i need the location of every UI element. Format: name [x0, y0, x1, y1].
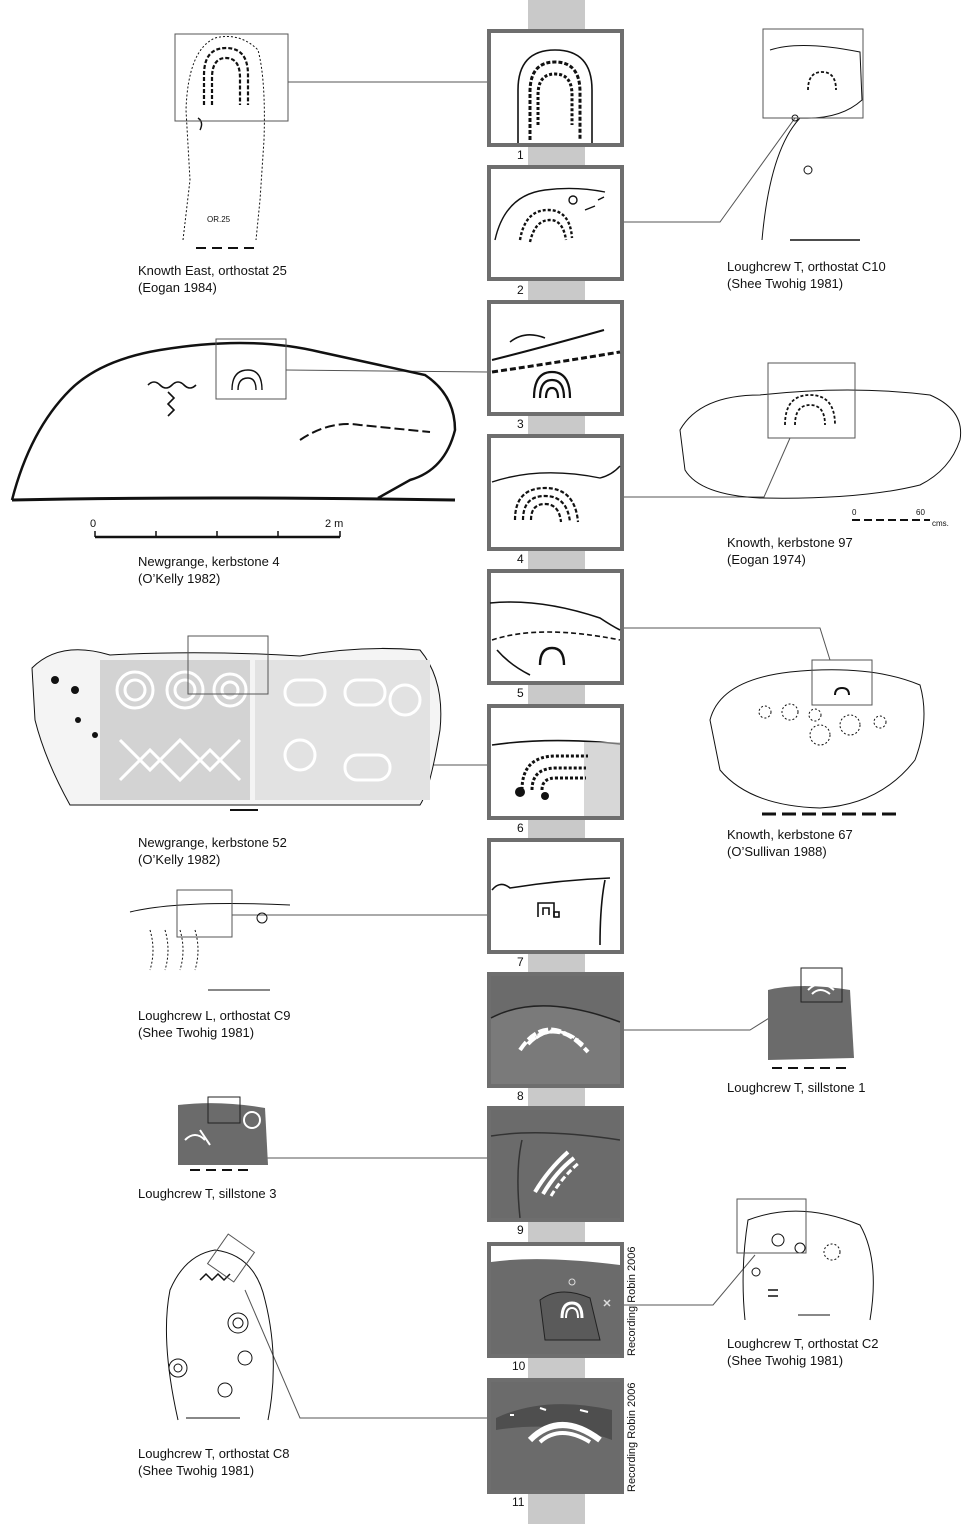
connector-2 — [623, 117, 796, 223]
panel-10-art — [491, 1259, 620, 1354]
panel-11-frame — [487, 1378, 624, 1494]
caption-name: Loughcrew L, orthostat C9 — [138, 1008, 291, 1023]
panel-7-art — [491, 877, 611, 946]
connector-5 — [623, 627, 831, 661]
panel-4-art — [491, 465, 621, 523]
connector-10 — [623, 1254, 756, 1306]
caption-source: (Eogan 1974) — [727, 552, 806, 567]
caption-name: Knowth, kerbstone 97 — [727, 535, 853, 550]
caption-name: Newgrange, kerbstone 4 — [138, 554, 280, 569]
caption-name: Loughcrew T, sillstone 1 — [727, 1080, 866, 1095]
detail-box-5 — [811, 659, 873, 706]
caption-loughcrew-t-c10: Loughcrew T, orthostat C10 (Shee Twohig … — [727, 258, 886, 292]
caption-name: Loughcrew T, orthostat C8 — [138, 1446, 290, 1461]
connector-11 — [244, 1289, 488, 1419]
stone-loughcrew-t-sill3 — [178, 1096, 268, 1171]
detail-box-3 — [215, 338, 287, 400]
connector-lines — [232, 81, 831, 1419]
recording-credit-10: Recording Robin 2006 — [626, 1246, 638, 1356]
detail-box-7 — [176, 889, 233, 938]
panel-2-frame — [487, 165, 624, 281]
caption-name: Knowth East, orthostat 25 — [138, 263, 287, 278]
panel-number-5: 5 — [517, 686, 524, 700]
stone-knowth-k97 — [679, 362, 962, 521]
recording-credit-11: Recording Robin 2006 — [626, 1382, 638, 1492]
stone-loughcrew-t-c2 — [736, 1198, 874, 1321]
panel-8-art — [490, 1005, 621, 1084]
caption-name: Loughcrew T, sillstone 3 — [138, 1186, 277, 1201]
scale-0-k4: 0 — [90, 518, 96, 530]
caption-loughcrew-l-c9: Loughcrew L, orthostat C9 (Shee Twohig 1… — [138, 1007, 290, 1041]
panel-number-9: 9 — [517, 1223, 524, 1237]
scale-60-k97: 60 — [916, 508, 925, 517]
stone-loughcrew-t-c10 — [761, 28, 864, 241]
panel-5-frame — [487, 569, 624, 685]
stone-newgrange-k4 — [10, 338, 457, 539]
connector-4 — [623, 437, 791, 498]
caption-name: Loughcrew T, orthostat C10 — [727, 259, 886, 274]
scale-0-k97: 0 — [852, 508, 857, 517]
caption-source: (Shee Twohig 1981) — [138, 1463, 255, 1478]
detail-box-1 — [174, 33, 289, 122]
stone-loughcrew-l-c9 — [129, 889, 291, 991]
panel-6-art — [491, 739, 621, 816]
detail-box-11 — [206, 1233, 256, 1283]
panel-number-10: 10 — [512, 1359, 526, 1373]
detail-box-10 — [736, 1198, 807, 1254]
connector-3 — [285, 369, 489, 373]
panel-number-3: 3 — [517, 417, 524, 431]
caption-source: (Shee Twohig 1981) — [727, 276, 844, 291]
stone-loughcrew-t-sill1 — [768, 967, 854, 1069]
caption-newgrange-k52: Newgrange, kerbstone 52 (O’Kelly 1982) — [138, 834, 287, 868]
panel-5-art — [489, 601, 621, 676]
panel-number-11: 11 — [512, 1495, 525, 1509]
panel-1-frame — [487, 29, 624, 147]
panel-2-art — [494, 187, 606, 243]
panel-1-art — [517, 49, 593, 143]
panel-9-art — [490, 1132, 621, 1219]
panel-number-2: 2 — [517, 283, 524, 297]
caption-name: Knowth, kerbstone 67 — [727, 827, 853, 842]
panel-number-1: 1 — [517, 148, 524, 162]
inscription-or25: OR.25 — [207, 215, 231, 224]
caption-source: (O’Kelly 1982) — [138, 571, 221, 586]
caption-knowth-k97: Knowth, kerbstone 97 (Eogan 1974) — [727, 534, 853, 568]
caption-source: (O’Sullivan 1988) — [727, 844, 827, 859]
caption-knowth-k67: Knowth, kerbstone 67 (O’Sullivan 1988) — [727, 826, 853, 860]
panel-11-art — [496, 1404, 612, 1444]
stone-knowth-east-or25 — [174, 33, 289, 249]
panel-number-8: 8 — [517, 1089, 524, 1103]
scale-unit-k97: cms. — [932, 519, 949, 528]
caption-name: Loughcrew T, orthostat C2 — [727, 1336, 879, 1351]
caption-source: (Shee Twohig 1981) — [727, 1353, 844, 1368]
caption-loughcrew-t-c2: Loughcrew T, orthostat C2 (Shee Twohig 1… — [727, 1335, 879, 1369]
detail-box-8 — [800, 967, 843, 1003]
panel-number-4: 4 — [517, 552, 524, 566]
detail-box-9 — [207, 1096, 241, 1124]
panel-number-6: 6 — [517, 821, 524, 835]
caption-loughcrew-t-sill1: Loughcrew T, sillstone 1 — [727, 1079, 866, 1096]
caption-source: (Eogan 1984) — [138, 280, 217, 295]
panel-3-frame — [487, 300, 624, 416]
panel-3-art — [491, 329, 621, 399]
stone-newgrange-k52 — [31, 635, 442, 811]
detail-box-2 — [762, 28, 864, 119]
panel-4-frame — [487, 434, 624, 551]
scale-2m-k4: 2 m — [325, 518, 343, 530]
stone-loughcrew-t-c8 — [165, 1233, 274, 1421]
panel-number-7: 7 — [517, 955, 524, 969]
caption-source: (Shee Twohig 1981) — [138, 1025, 255, 1040]
detail-box-6 — [187, 635, 269, 695]
stone-knowth-k67 — [709, 659, 925, 816]
caption-name: Newgrange, kerbstone 52 — [138, 835, 287, 850]
caption-loughcrew-t-c8: Loughcrew T, orthostat C8 (Shee Twohig 1… — [138, 1445, 290, 1479]
caption-knowth-east-or25: Knowth East, orthostat 25 (Eogan 1984) — [138, 262, 287, 296]
caption-source: (O’Kelly 1982) — [138, 852, 221, 867]
detail-box-4 — [767, 362, 856, 439]
caption-newgrange-k4: Newgrange, kerbstone 4 (O’Kelly 1982) — [138, 553, 280, 587]
caption-loughcrew-t-sill3: Loughcrew T, sillstone 3 — [138, 1185, 277, 1202]
